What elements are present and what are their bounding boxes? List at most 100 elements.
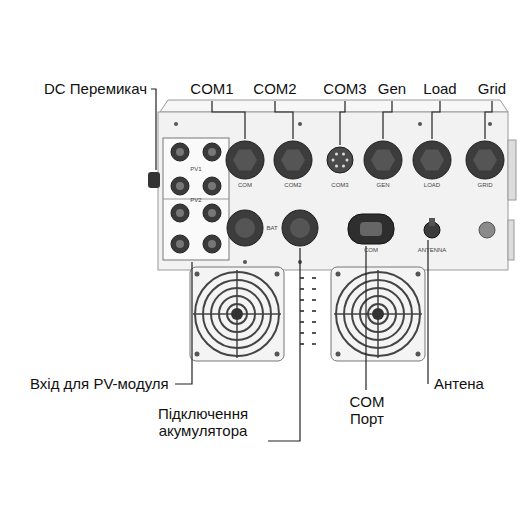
panel-marking: PV2 xyxy=(190,197,201,204)
com-port-core xyxy=(360,222,382,236)
panel-marking: BAT xyxy=(266,225,277,232)
gland-nut xyxy=(281,150,305,171)
socket-pin xyxy=(342,165,345,168)
dc-switch xyxy=(148,172,160,188)
panel-marking: COM xyxy=(364,247,378,254)
screw-hole xyxy=(243,260,247,264)
pv-connector-core xyxy=(176,148,184,156)
leader-line xyxy=(383,101,392,139)
pv-connector xyxy=(171,204,189,222)
callout-label: Load xyxy=(423,80,456,97)
pv-connector-core xyxy=(208,209,216,217)
leader-line xyxy=(427,240,428,384)
fan-screw xyxy=(275,352,280,357)
leader-line xyxy=(365,246,366,390)
com-port xyxy=(348,214,394,244)
callout-label: COM2 xyxy=(253,80,296,97)
screw-hole xyxy=(174,122,178,126)
gland-nut xyxy=(473,150,497,171)
panel-marking: COM2 xyxy=(284,182,301,189)
callout-label: COM Порт xyxy=(336,393,398,428)
cable-gland xyxy=(274,141,312,179)
antenna-stem xyxy=(429,218,435,226)
screw-hole xyxy=(418,122,422,126)
cable-gland xyxy=(364,141,402,179)
pv-connector xyxy=(171,177,189,195)
pv-connector xyxy=(203,143,221,161)
gland-nut xyxy=(371,150,395,171)
leader-line xyxy=(432,101,440,139)
vent-dash xyxy=(312,299,316,301)
fan-frame xyxy=(331,267,425,361)
battery-gland xyxy=(282,210,318,246)
panel-marking: LOAD xyxy=(424,182,440,189)
socket-pin xyxy=(332,159,335,162)
side-tab xyxy=(508,220,514,260)
leader-line xyxy=(175,262,192,384)
vent-dash xyxy=(312,277,316,279)
com3-socket xyxy=(327,147,353,173)
pv-connector-core xyxy=(208,240,216,248)
leader-line xyxy=(212,101,245,139)
fan-screw xyxy=(416,272,421,277)
cable-gland xyxy=(413,141,451,179)
callout-label: COM1 xyxy=(190,80,233,97)
leader-line xyxy=(268,248,300,441)
vent-dash xyxy=(312,310,316,312)
fan-hub xyxy=(372,308,384,320)
callout-label: Gen xyxy=(378,80,406,97)
callout-label: Grid xyxy=(478,80,506,97)
fan-screw xyxy=(195,352,200,357)
leader-line xyxy=(340,101,345,145)
leader-line xyxy=(275,101,293,139)
fan-screw xyxy=(195,272,200,277)
gland-nut xyxy=(233,150,257,171)
fan-screw xyxy=(416,352,421,357)
vent-dash xyxy=(312,332,316,334)
pv-connector xyxy=(171,235,189,253)
vent-dash xyxy=(312,288,316,290)
plug xyxy=(479,222,495,238)
panel-marking: COM3 xyxy=(331,182,348,189)
socket-pin xyxy=(335,165,338,168)
pv-connector xyxy=(171,143,189,161)
pv-connector-core xyxy=(208,148,216,156)
vent-dash xyxy=(312,321,316,323)
battery-gland-core xyxy=(235,218,255,238)
fan-screw xyxy=(336,352,341,357)
screw-hole xyxy=(298,122,302,126)
vent-dash xyxy=(312,343,316,345)
leader-line xyxy=(151,89,156,170)
pv-connector xyxy=(203,204,221,222)
socket-pin xyxy=(335,152,338,155)
battery-gland xyxy=(227,210,263,246)
panel-marking: COM xyxy=(238,182,252,189)
callout-label: Підключення акумулятора xyxy=(140,405,266,440)
pv-connector-core xyxy=(176,182,184,190)
fan-screw xyxy=(336,272,341,277)
pv-panel xyxy=(163,138,229,260)
fan-frame xyxy=(190,267,284,361)
callout-label: Вхід для PV-модуля xyxy=(30,375,169,392)
panel-marking: GEN xyxy=(376,182,389,189)
callout-label: COM3 xyxy=(323,80,366,97)
panel-marking: PV1 xyxy=(190,166,201,173)
panel-marking: ANTENNA xyxy=(418,247,447,254)
cable-gland xyxy=(466,141,504,179)
pv-connector-core xyxy=(176,240,184,248)
cable-gland xyxy=(226,141,264,179)
side-tab xyxy=(508,140,516,200)
pv-connector xyxy=(203,177,221,195)
leader-line xyxy=(485,101,492,139)
housing-body xyxy=(158,112,508,270)
battery-gland-core xyxy=(290,218,310,238)
gland-nut xyxy=(420,150,444,171)
pv-connector-core xyxy=(208,182,216,190)
pv-connector-core xyxy=(176,209,184,217)
fan-hub xyxy=(231,308,243,320)
callout-label: Антена xyxy=(434,375,484,392)
fan-screw xyxy=(275,272,280,277)
